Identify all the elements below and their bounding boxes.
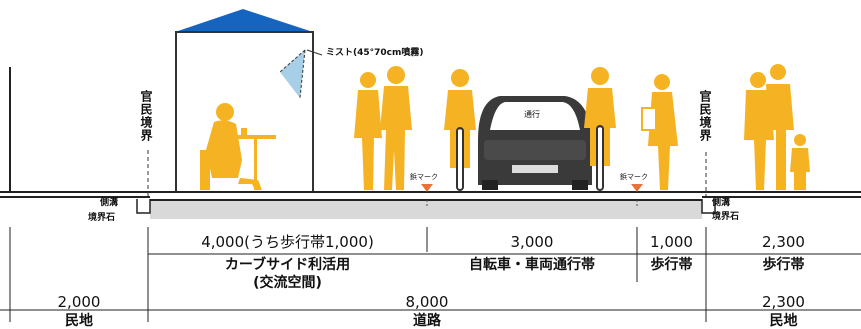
tent — [175, 9, 314, 192]
mist-label: ミスト(45°70cm噴霧) — [326, 48, 424, 58]
marker-1-icon — [421, 184, 433, 192]
gutter-label-right: 側溝 — [712, 198, 731, 208]
boundary-label-left: 官民境界 — [139, 90, 153, 142]
curb-label-left: 境界石 — [88, 213, 116, 223]
right-walk-label: 歩行帯 — [762, 257, 805, 273]
tent-roof — [175, 9, 313, 32]
private-right-label: 民地 — [769, 313, 798, 329]
gutter-label-left: 側溝 — [100, 198, 119, 208]
curbside-label-1: カーブサイド利活用 — [224, 257, 351, 273]
bike-lane-label: 自転車・車両通行帯 — [469, 257, 595, 273]
cyclist-left — [444, 69, 476, 191]
marker-2-label: 鋲マーク — [620, 173, 648, 181]
right-family-figures — [744, 64, 810, 190]
road-surface — [0, 191, 861, 219]
curbside-label-2: (交流空間) — [253, 275, 322, 291]
dimension-table — [0, 227, 861, 322]
road-label: 道路 — [413, 313, 441, 329]
mist-spray — [279, 49, 323, 99]
private-left-width: 2,000 — [57, 293, 101, 311]
private-left-label: 民地 — [65, 313, 93, 329]
cafe-figure — [200, 103, 276, 190]
family-figures — [354, 66, 412, 190]
car-windshield — [490, 102, 580, 130]
car-sign: 通行 — [524, 110, 540, 119]
private-right-width: 2,300 — [762, 293, 805, 311]
paving-band — [150, 201, 702, 219]
road-width: 8,000 — [405, 293, 449, 311]
curbside-width: 4,000(うち歩行帯1,000) — [201, 233, 374, 251]
walk-lane-width: 1,000 — [650, 233, 693, 251]
boundary-label-right: 官民境界 — [698, 90, 712, 142]
cyclist-right — [584, 67, 616, 191]
walk-lane-label: 歩行帯 — [650, 257, 693, 273]
stud-markers — [421, 184, 643, 206]
bike-lane-width: 3,000 — [510, 233, 554, 251]
marker-2-icon — [631, 184, 643, 192]
pedestrian-woman — [641, 74, 678, 190]
right-walk-width: 2,300 — [762, 233, 805, 251]
car — [478, 96, 592, 190]
marker-1-label: 鋲マーク — [410, 173, 438, 181]
curb-label-right: 境界石 — [712, 212, 740, 222]
